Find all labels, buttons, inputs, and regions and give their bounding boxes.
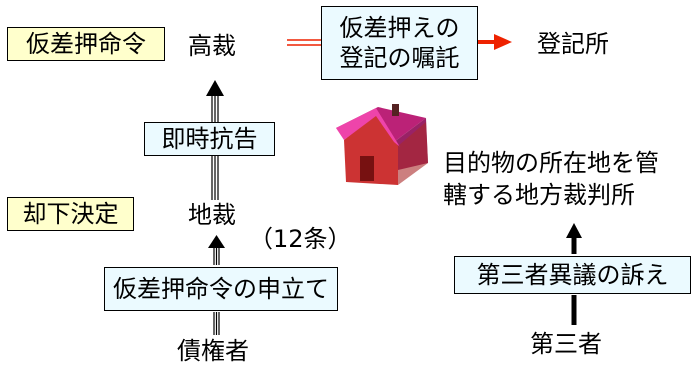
article-label: （12条） — [249, 225, 352, 253]
provisional-order-box: 仮差押命令 — [7, 27, 165, 61]
immediate-appeal-box: 即時抗告 — [144, 122, 275, 156]
house-icon — [336, 104, 428, 185]
registration-to-registry-arrow — [478, 34, 512, 50]
jurisdiction-line2-label: 轄する地方裁判所 — [443, 181, 635, 209]
creditor-to-application-arrow — [213, 312, 220, 335]
application-to-district-court-arrow — [208, 235, 225, 265]
registry-office-label: 登記所 — [537, 30, 609, 58]
application-box: 仮差押命令の申立て — [104, 267, 338, 311]
third-party-label: 第三者 — [530, 330, 602, 358]
jurisdiction-line1-label: 目的物の所在地を管 — [443, 149, 659, 177]
creditor-label: 債権者 — [177, 337, 249, 365]
application-label: 仮差押命令の申立て — [113, 275, 329, 303]
objection-to-court-arrow — [566, 223, 582, 254]
third-party-objection-label: 第三者異議の訴え — [476, 261, 669, 289]
registration-line2-label: 登記の嘱託 — [339, 44, 460, 72]
third-party-objection-box: 第三者異議の訴え — [454, 256, 691, 294]
rejection-decision-box: 却下決定 — [7, 197, 134, 231]
high-court-to-registration-connector — [287, 39, 322, 46]
district-court-label: 地裁 — [188, 201, 236, 229]
rejection-decision-label: 却下決定 — [22, 200, 119, 228]
high-court-label: 高裁 — [188, 32, 236, 60]
registration-line1-label: 仮差押えの — [339, 14, 460, 42]
registration-commission-box: 仮差押えの 登記の嘱託 — [321, 6, 478, 80]
immediate-appeal-label: 即時抗告 — [161, 125, 258, 153]
provisional-order-label: 仮差押命令 — [26, 30, 146, 58]
